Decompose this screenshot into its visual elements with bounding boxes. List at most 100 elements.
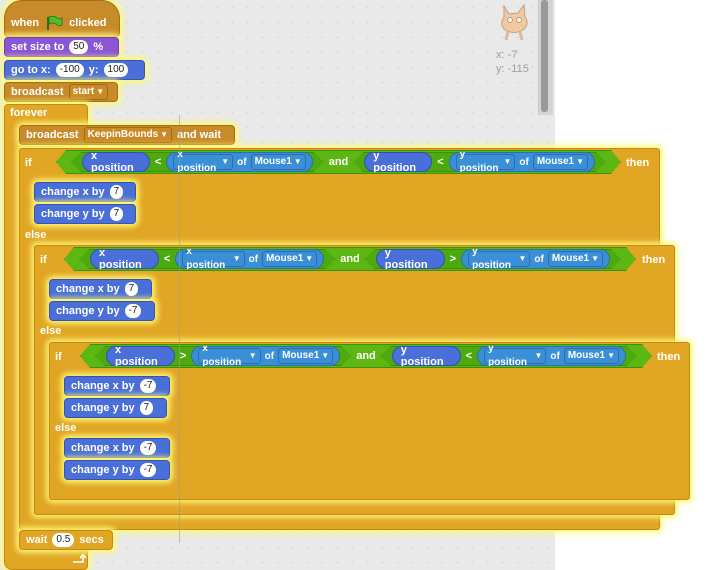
wait-input[interactable]: 0.5 — [52, 533, 75, 547]
if-label-3: if — [55, 351, 62, 363]
change-y-input[interactable]: 7 — [139, 401, 154, 415]
attribute-dropdown[interactable]: x position▼ — [182, 251, 244, 267]
x-position-reporter[interactable]: x position — [90, 249, 159, 269]
broadcast-wait-label: broadcast — [26, 129, 79, 141]
wait-block[interactable]: wait 0.5 secs — [19, 530, 113, 550]
op-symbol: < — [163, 253, 171, 265]
x-position-reporter[interactable]: x position — [82, 152, 150, 172]
y-position-reporter[interactable]: y position — [364, 152, 432, 172]
attribute: y position — [459, 149, 499, 174]
x-input[interactable]: -100 — [55, 63, 84, 77]
change-x-input[interactable]: -7 — [139, 441, 157, 455]
dropdown-arrow-icon: ▼ — [576, 157, 584, 166]
y-input[interactable]: 100 — [103, 63, 129, 77]
change-y-input[interactable]: 7 — [109, 207, 124, 221]
change-x-input[interactable]: 7 — [124, 282, 139, 296]
green-flag-icon — [47, 16, 63, 30]
y-label: y: — [88, 64, 99, 76]
go-to-xy-block[interactable]: go to x: -100 y: 100 — [4, 60, 145, 80]
broadcast-block[interactable]: broadcast start▼ — [4, 82, 118, 102]
else-label-1: else — [25, 229, 47, 241]
dropdown-arrow-icon: ▼ — [293, 157, 302, 166]
broadcast-wait-message-dropdown[interactable]: KeepinBounds▼ — [83, 127, 173, 143]
dropdown-arrow-icon: ▼ — [518, 254, 527, 263]
x-position-reporter[interactable]: x position — [106, 346, 175, 366]
dropdown-arrow-icon: ▼ — [321, 351, 330, 360]
broadcast-and-wait-block[interactable]: broadcast KeepinBounds▼ and wait — [19, 125, 235, 145]
broadcast-message: start — [72, 86, 95, 97]
change-x-label: change x by — [71, 442, 135, 454]
of-label: of — [248, 253, 259, 265]
attribute-dropdown[interactable]: y position▼ — [468, 251, 530, 267]
dropdown-arrow-icon: ▼ — [96, 87, 105, 96]
attribute-dropdown[interactable]: x position▼ — [198, 348, 260, 364]
of-label: of — [534, 253, 544, 265]
attribute: y position — [472, 246, 511, 271]
change-x-block[interactable]: change x by 7 — [49, 279, 152, 299]
change-x-input[interactable]: -7 — [139, 379, 157, 393]
forever-label: forever — [10, 107, 48, 119]
size-input[interactable]: 50 — [69, 40, 89, 54]
of-label: of — [550, 350, 560, 362]
object-dropdown[interactable]: Mouse1▼ — [564, 348, 619, 364]
attribute: y position — [488, 343, 527, 368]
change-y-block[interactable]: change y by -7 — [49, 301, 155, 321]
op-symbol: < — [437, 156, 444, 168]
object-dropdown[interactable]: Mouse1▼ — [533, 154, 588, 170]
attribute-dropdown[interactable]: x position▼ — [173, 154, 233, 170]
broadcast-wait-message: KeepinBounds — [87, 129, 159, 140]
scripts-area-divider — [179, 115, 180, 543]
change-x-block[interactable]: change x by -7 — [64, 376, 170, 396]
y-position-reporter[interactable]: y position — [392, 346, 461, 366]
go-to-label: go to x: — [11, 64, 51, 76]
when-flag-clicked-block[interactable]: when clicked — [4, 0, 120, 37]
object-dropdown[interactable]: Mouse1▼ — [262, 251, 317, 267]
of-label: of — [519, 156, 529, 168]
change-x-block[interactable]: change x by -7 — [64, 438, 170, 458]
x-value: -7 — [507, 49, 518, 61]
change-x-label: change x by — [71, 380, 135, 392]
attribute-dropdown[interactable]: y position▼ — [484, 348, 546, 364]
then-label-1: then — [626, 157, 650, 169]
size-unit: % — [93, 41, 104, 53]
set-size-block[interactable]: set size to 50 % — [4, 37, 119, 57]
broadcast-message-dropdown[interactable]: start▼ — [68, 84, 109, 100]
dropdown-arrow-icon: ▼ — [534, 351, 543, 360]
dropdown-arrow-icon: ▼ — [591, 254, 599, 263]
object-dropdown[interactable]: Mouse1▼ — [278, 348, 333, 364]
y-position-reporter[interactable]: y position — [376, 249, 445, 269]
change-y-label: change y by — [56, 305, 120, 317]
object-dropdown[interactable]: Mouse1▼ — [251, 154, 306, 170]
change-y-input[interactable]: -7 — [139, 463, 157, 477]
y-label: y: — [496, 63, 505, 75]
change-y-block[interactable]: change y by-7 — [64, 460, 170, 480]
attribute-dropdown[interactable]: y position▼ — [456, 154, 516, 170]
change-y-input[interactable]: -7 — [124, 304, 142, 318]
object: Mouse1 — [536, 156, 575, 167]
dropdown-arrow-icon: ▼ — [221, 157, 230, 166]
scrollbar-thumb[interactable] — [541, 0, 548, 112]
op-symbol: < — [465, 350, 473, 362]
object-dropdown[interactable]: Mouse1▼ — [548, 251, 603, 267]
change-x-input[interactable]: 7 — [109, 185, 124, 199]
change-x-label: change x by — [56, 283, 120, 295]
attribute: x position — [202, 343, 242, 368]
